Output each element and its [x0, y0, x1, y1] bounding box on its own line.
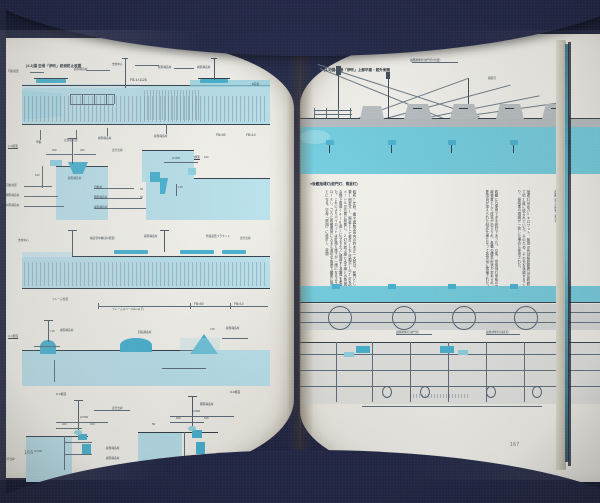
- label-plan-7: 台型取付部: [64, 139, 78, 142]
- body-column-1: 昭和7年秋、鑑々連転空母内の鈴木正一大尉は、舷門としての必要(固定式)、照星とし…: [324, 190, 356, 297]
- label-cc-2: 回転構造材: [138, 331, 152, 334]
- book-edge-shadow: [568, 42, 571, 466]
- label-plan-9: 縦型構造材: [154, 135, 168, 138]
- body-heading: ●後艦指導灯(舷門灯、照星灯): [310, 182, 358, 186]
- label-dd-2: 縦型構造材: [106, 447, 120, 450]
- dim-170: 710: [210, 328, 215, 331]
- book-page-edge-cyan: [565, 44, 569, 462]
- book-right-page: (4-3)図 空母「伊吹」上部平面・舷外側面: [300, 34, 600, 482]
- label-plan2-4: 作業装置ブラケット: [206, 235, 231, 238]
- book-fore-edge: [556, 40, 566, 470]
- label-aa-3: 斜型構造材: [6, 204, 20, 207]
- label-ddr-3: 鋼型構造材: [200, 403, 214, 406]
- label-deck-1: 最艦後備灯(舷門灯): [396, 331, 420, 334]
- label-plan-5: 横型構造材: [197, 66, 211, 69]
- dim-h250: H=250: [172, 157, 180, 160]
- left-figure-title: (4-3)図 空母「伊吹」舷側防止装置: [26, 64, 82, 68]
- book-left-page: (4-3)図 空母「伊吹」舷側防止装置: [0, 38, 294, 482]
- dim-fb-50-b: FB=50: [194, 302, 204, 306]
- dim-fb-10-b: FB=10: [234, 302, 244, 306]
- dim-fb-10: FB=10: [246, 133, 256, 137]
- label-plan-2: 支柱中心: [112, 63, 123, 66]
- label-plan-4: 縦型構造材: [158, 66, 172, 69]
- label-deck-2: 最艦前備灯(探索灯): [486, 331, 510, 334]
- dim-60: 60: [140, 196, 143, 199]
- label-dd-4: 走行台枠: [112, 407, 123, 410]
- label-plan-3: 縦型構造材: [74, 68, 88, 71]
- dim-610: 610: [35, 174, 40, 177]
- label-frame-pos: フレーム位置: [52, 298, 69, 301]
- label-dd-1: 走行台枠: [4, 458, 15, 461]
- label-plan-8: 横型構造材: [98, 137, 112, 140]
- dim-fb-1125: FB-1×1125: [130, 78, 147, 82]
- section-label-aa: A-A断面: [8, 145, 18, 148]
- label-frame-space: フレームスペース(1m以下): [112, 308, 144, 311]
- dim-100: 100: [204, 156, 209, 159]
- section-label-dd-right: D-D断面: [230, 391, 241, 394]
- label-plan-6: 甲板: [36, 141, 42, 144]
- dim-100-b: 100: [90, 423, 95, 426]
- label-bb-2: 鋼型構造材: [94, 196, 108, 199]
- dim-50: 50: [140, 188, 143, 191]
- dim-70: 170: [178, 186, 183, 189]
- label-dd-3: 横型構造材: [106, 457, 120, 460]
- label-cc-1: 横型構造材: [60, 329, 74, 332]
- label-plan2-5: 走行台枠: [240, 237, 251, 240]
- label-cc-3: 縦型構造材: [226, 327, 240, 330]
- label-plan-1: 可動装置: [8, 70, 19, 73]
- dim-h500: H=500: [80, 416, 88, 419]
- right-figure-title: (4-3)図 空母「伊吹」上部平面・舷外側面: [324, 68, 391, 72]
- body-column-2: 着艦にも使用できる設計であった。以後、空母飛行甲板の着艦誘導装置として改良が加え…: [484, 190, 498, 298]
- dim-100-c: 100: [204, 417, 209, 420]
- section-label-bb: B-B断面: [190, 156, 200, 159]
- label-aa-4: 縦型構造材: [68, 177, 82, 180]
- label-plan-right: B矢視: [252, 83, 260, 86]
- body-column-3: 指導灯は光力1キロワット、管球の有効照射範囲は反射鏡によって約2度に絞られていた…: [516, 190, 530, 297]
- label-aa-2: 鋼型構造材: [6, 194, 20, 197]
- label-bb-1: 可動材: [94, 186, 103, 189]
- label-plan2-1: 支柱中心: [18, 239, 29, 242]
- section-label-dd-left: D-D断面: [56, 393, 67, 396]
- dim-fb-50: FB=50: [216, 133, 226, 137]
- dim-400-a: 400: [52, 149, 57, 152]
- left-page-number: 166: [24, 450, 34, 456]
- dim-h100: H=100: [34, 450, 42, 453]
- surface-left: [0, 0, 6, 503]
- label-profile-1: 最艦後備灯(舷門灯)(位置): [410, 59, 441, 62]
- label-bb-3: 横型構造材: [94, 206, 108, 209]
- dim-400-b: 400: [80, 149, 85, 152]
- dim-50-b: 50: [152, 423, 155, 426]
- label-aa-1: 可動材置: [6, 184, 17, 187]
- book-spine-line: [299, 46, 301, 470]
- dim-h500-b: H=500: [192, 410, 200, 413]
- dim-220: 220: [62, 423, 67, 426]
- label-bb-4: 走行台枠: [112, 149, 123, 152]
- right-page-number: 167: [510, 442, 520, 448]
- dim-220-b: 220: [176, 417, 181, 420]
- label-plan2-2: 軸受型中継(第1断面): [90, 237, 115, 240]
- label-profile-2: 探照灯: [488, 77, 497, 80]
- section-label-cc: C-C断面: [8, 335, 19, 338]
- label-plan2-3: 縦型構造材: [144, 235, 158, 238]
- dim-710-a: 710: [50, 330, 55, 333]
